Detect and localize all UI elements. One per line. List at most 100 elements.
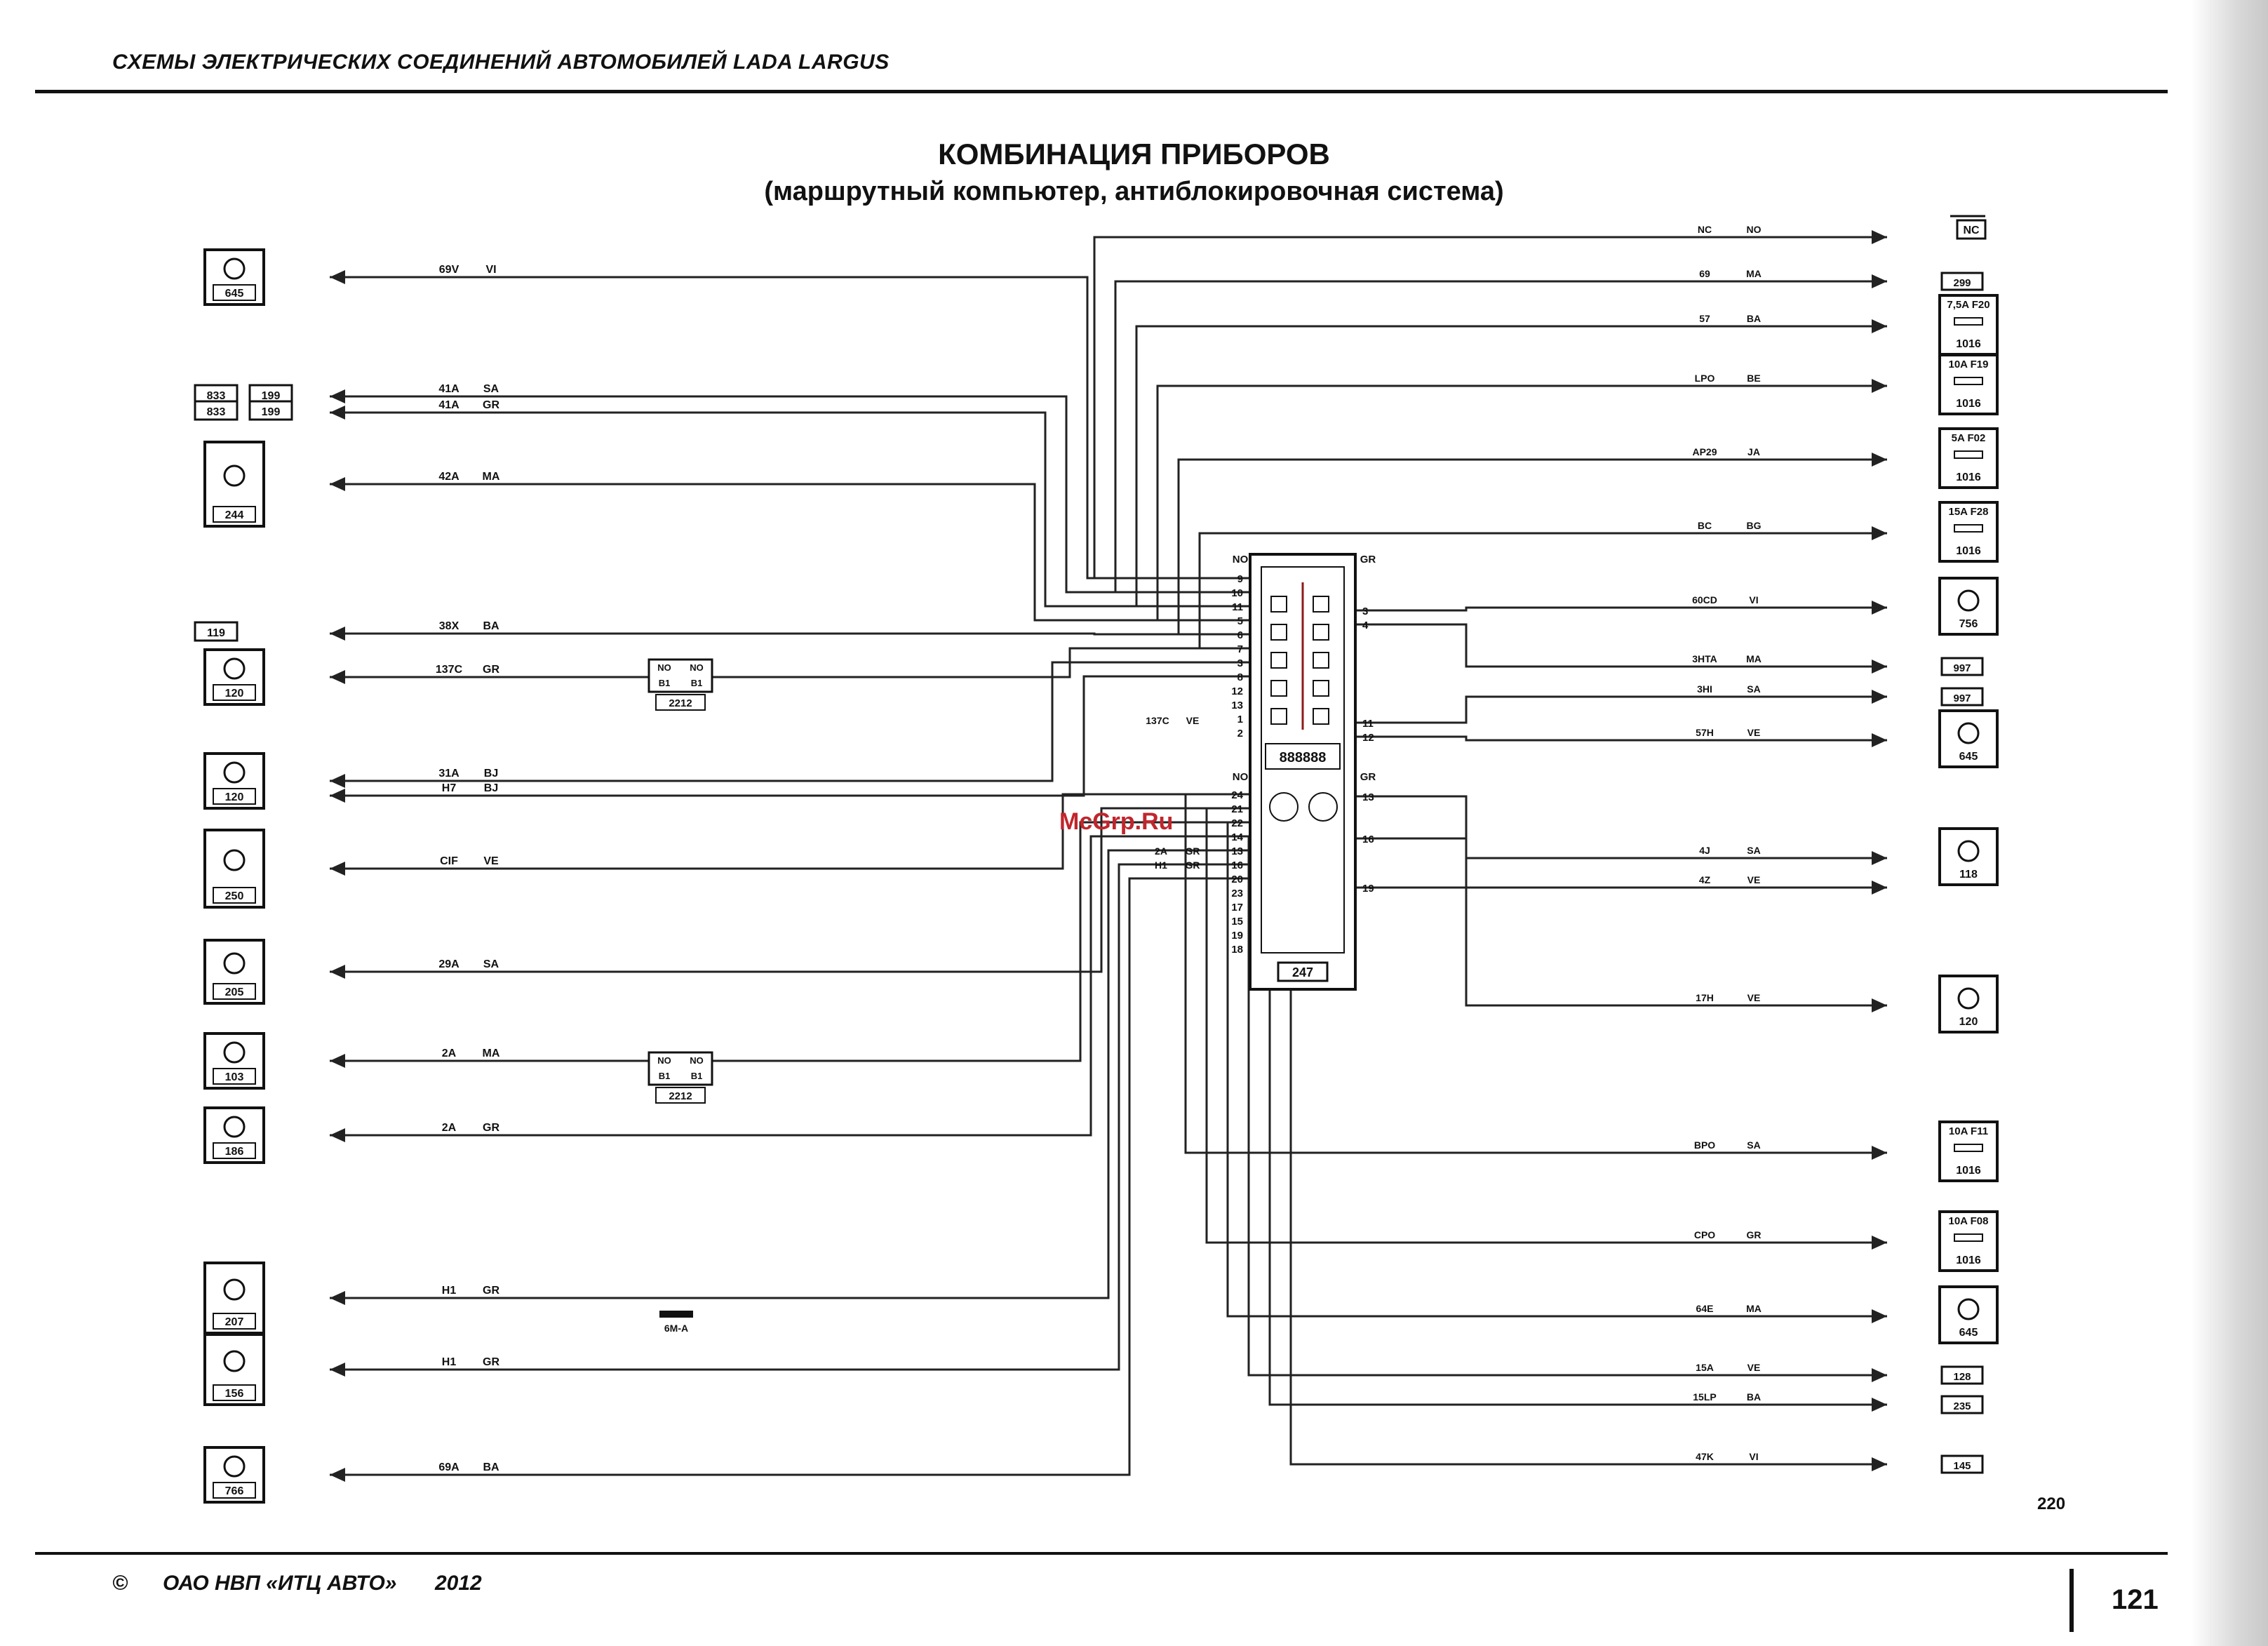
component-id: 1016 [1956,1165,1981,1177]
wire-code-right: 69 [1699,268,1710,279]
splice-pin: NO [657,1055,671,1066]
splice-pin: NO [690,1055,704,1066]
arrow-right [1872,230,1887,244]
id-plate [213,788,256,805]
wire-left-10 [330,821,1250,1062]
pin-label: 15 [1231,916,1243,928]
connector-icon [194,621,239,642]
pin-label: 13 [1362,791,1374,803]
wire-right-5 [1198,532,1887,648]
pin-label: 13 [1231,700,1243,711]
wire-color-right: VE [1747,874,1761,885]
arrow-left [330,389,345,403]
arrow-left [330,1128,345,1142]
id-plate [213,887,256,904]
splice-pin: NO [690,662,704,673]
arrow-right [1872,1368,1887,1382]
component-id: 103 [225,1071,244,1083]
wire-code-left: H7 [442,782,457,794]
arrow-left [330,406,345,420]
splice-id-plate [655,694,706,711]
pin-label: 22 [1231,817,1243,829]
arrow-right [1872,733,1887,747]
wire-right-17 [1268,850,1887,1406]
wire-right-16 [1247,836,1887,1377]
wire-color-right: VE [1747,992,1761,1003]
arrow-left [330,1363,345,1377]
wire-code-left: 31A [438,768,459,779]
wire-code-left: CIF [440,855,458,867]
wire-code-right: 3HTA [1692,653,1717,664]
left-component-766: 766 [203,1446,265,1504]
pin-label: 14 [1231,831,1243,843]
wire-color-right: BA [1747,1391,1761,1403]
component-id: 199 [262,406,281,418]
right-component-299: 299 [1940,272,1984,291]
wire-right-14 [1205,808,1887,1244]
right-component-997: 997 [1940,687,1984,707]
wire-color-left: GR [483,664,499,676]
wire-color-right: GR [1747,1229,1762,1240]
splice-pin: B1 [691,678,703,688]
symbol-glyph [1957,1298,1980,1320]
id-plate [213,506,256,523]
arrow-left [330,1468,345,1482]
wire-code-left: 41A [438,399,459,411]
wire-color-left: BJ [484,768,498,779]
component-id: 997 [1953,692,1971,704]
pin-label: 16 [1362,834,1374,845]
symbol-glyph [223,1350,246,1372]
wire-code-left: 2A [442,1048,457,1059]
wire-left-6 [330,661,1250,782]
component-id: 766 [225,1485,244,1497]
wire-code-right: BPO [1694,1139,1715,1151]
pin-label: 20 [1231,874,1243,885]
wire-left-14 [330,877,1250,1476]
component-id: 645 [225,288,244,300]
arrow-right [1872,601,1887,615]
wire-right-10 [1355,795,1887,859]
pin-label: 1 [1237,714,1243,725]
fuse-rating: 7,5A F20 [1947,299,1989,311]
connector-icon [1940,657,1984,676]
symbol-glyph [1957,987,1980,1010]
symbol-glyph [223,1455,246,1478]
id-plate [213,1384,256,1401]
wire-right-0 [1093,236,1887,578]
splice-box [647,1051,713,1086]
connector-label: NO [1233,554,1249,566]
indicator-lamp-icon [1270,624,1287,641]
left-component-244: 244 [203,441,265,528]
arrow-right [1872,1398,1887,1412]
component-id: 247 [1292,965,1313,979]
fuse-icon [1954,1233,1983,1242]
connector-icon [1940,1454,1984,1474]
component-id: 833 [207,406,226,418]
fuse-rating: 10A F19 [1949,359,1989,370]
wire-color-left: MA [483,471,500,483]
wire-code-right: 4Z [1699,874,1711,885]
component-id: 1016 [1956,1254,1981,1266]
center-wire-code: H1 [1155,859,1167,871]
component-id: 128 [1953,1371,1971,1383]
wire-code-left: 69A [438,1461,459,1473]
symbol-glyph [1957,840,1980,862]
wire-right-7 [1355,623,1887,668]
indicator-lamp-icon [1270,680,1287,697]
wire-color-left: GR [483,1356,499,1368]
cluster-id-plate [1277,961,1329,982]
arrow-right [1872,998,1887,1012]
right-component-118: 118 [1938,827,1999,886]
symbol-glyph [223,952,246,975]
component-id: 645 [1959,1327,1978,1339]
component-id: 120 [225,688,244,700]
component-id: 145 [1953,1460,1971,1472]
arrow-right [1872,881,1887,895]
symbol-glyph [223,657,246,680]
symbol-glyph [223,257,246,280]
connector-label: NO [1233,771,1249,783]
